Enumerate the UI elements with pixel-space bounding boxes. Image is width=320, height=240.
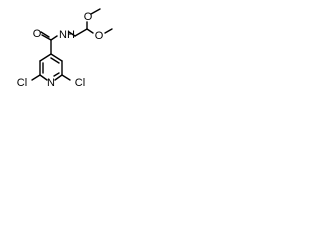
bond-n-ch2 bbox=[68, 31, 76, 37]
bond-c2-cl bbox=[31, 74, 41, 81]
bond-c6-n1-inner bbox=[53, 72, 60, 77]
chemical-structure-diagram: O N H O O N Cl Cl bbox=[0, 0, 134, 107]
bond-ch2-ch bbox=[74, 28, 88, 37]
atom-label-chlorine-right: Cl bbox=[75, 77, 85, 89]
bond-o-right-methyl bbox=[104, 28, 113, 34]
bond-c4-c5-inner bbox=[50, 57, 60, 64]
atom-label-amide-hydrogen: H bbox=[67, 29, 75, 41]
bond-carbonyl-o-2 bbox=[40, 31, 50, 38]
atom-label-amide-nitrogen: N bbox=[59, 29, 67, 41]
bond-o-top-methyl bbox=[90, 8, 101, 15]
bond-c4-c3 bbox=[39, 53, 52, 62]
bond-c6-cl bbox=[61, 74, 71, 81]
atom-label-methoxy-oxygen-top: O bbox=[84, 11, 93, 23]
atom-label-chlorine-left: Cl bbox=[17, 77, 27, 89]
pyridine-ring bbox=[39, 53, 63, 81]
bond-carbonyl-o-1 bbox=[41, 34, 52, 41]
atom-label-pyridine-nitrogen: N bbox=[47, 77, 55, 89]
bond-c2-n1 bbox=[39, 74, 48, 81]
atom-label-methoxy-oxygen-right: O bbox=[95, 30, 104, 42]
bond-carbonyl-n bbox=[50, 35, 58, 41]
bond-c4-c5 bbox=[50, 53, 63, 62]
bond-c6-n1 bbox=[54, 74, 63, 81]
bond-ch-o-right bbox=[86, 28, 94, 34]
atom-label-carbonyl-oxygen: O bbox=[33, 28, 42, 40]
